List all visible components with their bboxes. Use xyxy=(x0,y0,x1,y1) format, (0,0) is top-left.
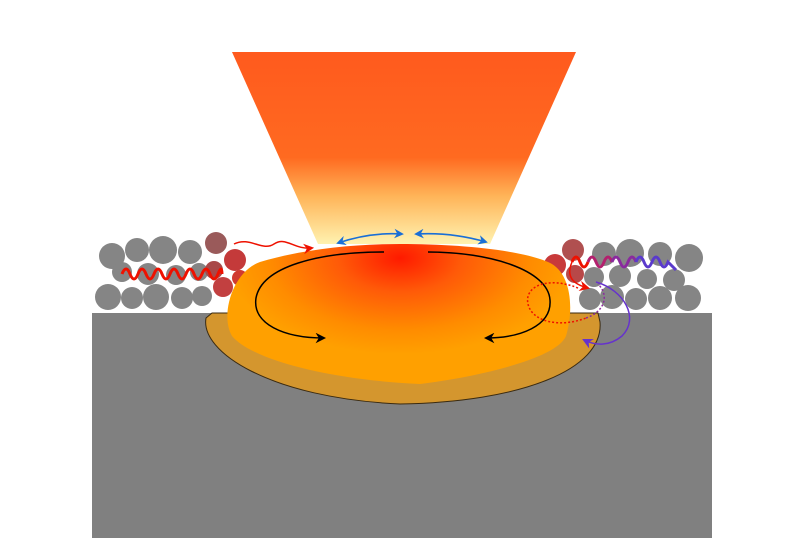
radiation-cooling-wave-right xyxy=(568,255,678,292)
marangoni-arrows xyxy=(336,228,488,246)
convection-arrows xyxy=(255,251,551,344)
powder-bed-right xyxy=(544,239,703,311)
heat-conduction-wave-left xyxy=(120,240,315,281)
laser-beam xyxy=(232,52,576,244)
cooling-loop xyxy=(526,281,631,349)
melt-pool xyxy=(227,244,571,384)
